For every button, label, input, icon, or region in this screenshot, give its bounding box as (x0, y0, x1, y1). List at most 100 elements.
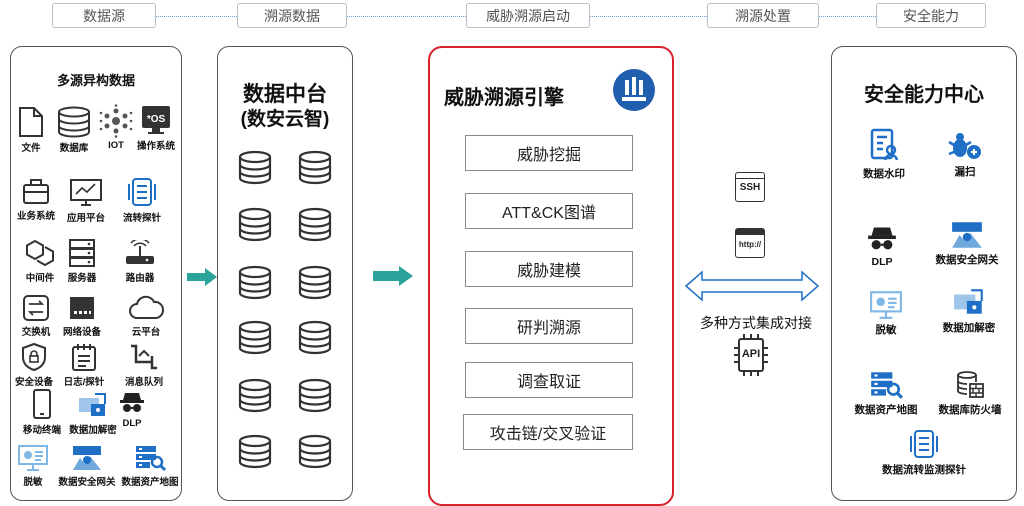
engine-module-threat-modeling[interactable]: 威胁建模 (465, 251, 633, 287)
bidirectional-arrow-icon (684, 270, 820, 302)
api-text: API (741, 348, 761, 360)
source-security-device: 安全设备 (12, 342, 56, 388)
svg-text:*OS: *OS (147, 114, 166, 125)
capability-vuln-scan: 漏扫 (940, 132, 990, 179)
asset-map-icon (871, 372, 904, 399)
capability-gateway: 数据安全网关 (932, 220, 1002, 267)
source-file: 文件 (16, 106, 46, 154)
source-message-queue: 消息队列 (120, 342, 168, 388)
gateway-icon (73, 446, 101, 470)
message-queue-icon (131, 344, 157, 370)
database-icon (238, 378, 272, 413)
source-log-probe: 日志/探针 (62, 342, 106, 388)
cloud-icon (129, 295, 164, 319)
source-asset-map: 数据资产地图 (120, 444, 180, 488)
database-icon (298, 320, 332, 355)
engine-module-forensics[interactable]: 调查取证 (465, 362, 633, 398)
ssh-text: SSH (739, 182, 761, 193)
stage-trace-data: 溯源数据 (237, 3, 347, 28)
database-icon (298, 150, 332, 185)
capability-dlp: DLP (862, 224, 902, 268)
connector-line (347, 16, 466, 17)
switch-icon (23, 295, 49, 321)
source-app-platform: 应用平台 (64, 178, 108, 224)
desensitize-icon (18, 445, 48, 471)
database-icon (298, 378, 332, 413)
stage-data-source: 数据源 (52, 3, 156, 28)
database-grid (217, 0, 353, 506)
source-server: 服务器 (64, 238, 100, 284)
flow-monitor-icon (910, 430, 938, 458)
flow-arrow-icon (373, 266, 413, 286)
source-dlp: DLP (120, 390, 144, 429)
source-os: *OS 操作系统 (136, 104, 176, 152)
source-router: 路由器 (120, 240, 160, 284)
http-icon: http:// (735, 228, 765, 258)
data-source-title: 多源异构数据 (56, 73, 135, 88)
watermark-icon (870, 128, 899, 161)
engine-module-attck[interactable]: ATT&CK图谱 (465, 193, 633, 229)
app-platform-icon (70, 179, 102, 206)
stage-capability: 安全能力 (876, 3, 986, 28)
database-icon (238, 265, 272, 300)
engine-module-attack-chain[interactable]: 攻击链/交叉验证 (463, 414, 633, 450)
asset-map-icon (136, 446, 167, 472)
capability-asset-map: 数据资产地图 (848, 370, 924, 417)
vuln-scan-icon (948, 133, 981, 159)
capability-watermark: 数据水印 (856, 128, 912, 181)
flow-probe-icon (128, 178, 156, 206)
source-database: 数据库 (54, 106, 94, 154)
data-platform-title: 数据中台 (243, 83, 327, 106)
database-icon (238, 434, 272, 469)
capability-flow-monitor: 数据流转监测探针 (876, 428, 972, 477)
engine-module-analysis[interactable]: 研判溯源 (465, 308, 633, 344)
capability-panel (831, 46, 1017, 501)
flow-arrow-icon (187, 268, 217, 286)
database-icon (298, 434, 332, 469)
network-device-icon (70, 297, 94, 319)
data-platform-subtitle: (数安云智) (240, 109, 330, 130)
capability-db-firewall: 数据库防火墙 (932, 370, 1008, 417)
file-icon (19, 107, 43, 137)
api-chip-icon (734, 334, 768, 376)
capability-title: 安全能力中心 (864, 84, 984, 106)
router-icon (126, 240, 154, 264)
gateway-icon (952, 222, 982, 248)
middleware-icon (26, 239, 54, 267)
connector-line (156, 16, 237, 17)
source-iot: IOT (98, 104, 134, 151)
mobile-icon (33, 389, 51, 419)
source-mobile: 移动终端 (20, 388, 64, 436)
source-business-system: 业务系统 (14, 176, 58, 222)
database-icon (238, 320, 272, 355)
dlp-icon (120, 393, 144, 412)
server-icon (69, 239, 95, 267)
source-desensitize: 脱敏 (16, 444, 50, 488)
engine-logo-icon (613, 69, 655, 111)
security-device-icon (22, 342, 46, 372)
stage-trace-start: 威胁溯源启动 (466, 3, 590, 28)
os-icon: *OS (142, 106, 170, 134)
database-icon (298, 207, 332, 242)
source-flow-probe: 流转探针 (120, 176, 164, 224)
database-icon (238, 207, 272, 242)
db-firewall-icon (957, 371, 984, 398)
source-middleware: 中间件 (20, 238, 60, 284)
log-icon (72, 344, 96, 371)
database-icon (298, 265, 332, 300)
source-switch: 交换机 (16, 294, 56, 338)
source-network-device: 网络设备 (60, 294, 104, 338)
dlp-icon (868, 227, 896, 250)
engine-module-threat-mining[interactable]: 威胁挖掘 (465, 135, 633, 171)
source-gateway: 数据安全网关 (56, 444, 118, 488)
capability-desensitize: 脱敏 (866, 290, 906, 337)
database-icon (58, 106, 90, 138)
engine-title: 威胁溯源引擎 (444, 87, 564, 109)
connector-line (590, 16, 707, 17)
ssh-icon: SSH (735, 172, 765, 202)
business-system-icon (23, 179, 49, 204)
encryption-icon (79, 393, 106, 416)
source-encryption: 数据加解密 (68, 390, 118, 436)
iot-icon (99, 104, 133, 138)
http-text: http:// (738, 240, 762, 249)
